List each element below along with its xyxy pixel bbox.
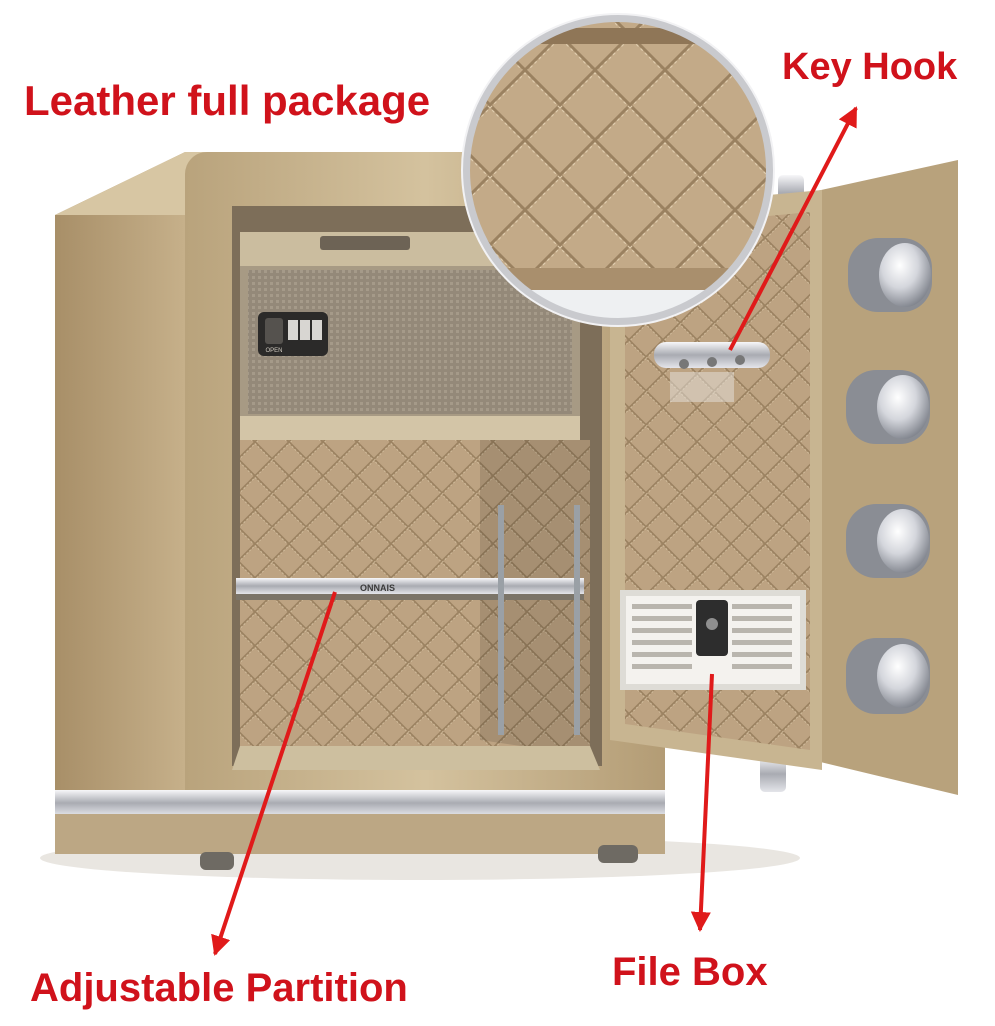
arrow-partition [211, 591, 337, 956]
label-key-hook: Key Hook [782, 46, 958, 88]
key-hook [654, 342, 770, 402]
bolt-1 [848, 238, 932, 312]
inner-drawer-lip [240, 416, 580, 440]
combination-lock[interactable]: OPEN [258, 312, 328, 356]
magnifier-detail [461, 13, 775, 327]
bolt-4 [846, 638, 930, 714]
callout-arrows [211, 106, 858, 956]
shelf-rails [498, 505, 580, 735]
door-edge [812, 160, 958, 795]
lock-open-text: OPEN [265, 348, 282, 354]
label-leather-full-package: Leather full package [24, 77, 431, 124]
label-adjustable-partition: Adjustable Partition [30, 966, 408, 1010]
base-chrome-stripe [55, 790, 665, 816]
hinge-bottom [760, 756, 786, 792]
file-box [620, 590, 806, 690]
foot-right [598, 845, 638, 863]
bolt-3 [846, 504, 930, 578]
interior-floor [232, 746, 600, 770]
label-file-box: File Box [612, 950, 768, 994]
adjustable-shelf: ONNAIS [236, 578, 584, 600]
shelf-brand-text: ONNAIS [360, 583, 395, 593]
locking-bolts [846, 238, 932, 714]
arrow-key-hook [728, 106, 858, 351]
arrow-file-box [690, 673, 714, 932]
bolt-2 [846, 370, 930, 444]
safe-left-side [55, 152, 185, 825]
safe-base [55, 814, 665, 854]
foot-left [200, 852, 234, 870]
